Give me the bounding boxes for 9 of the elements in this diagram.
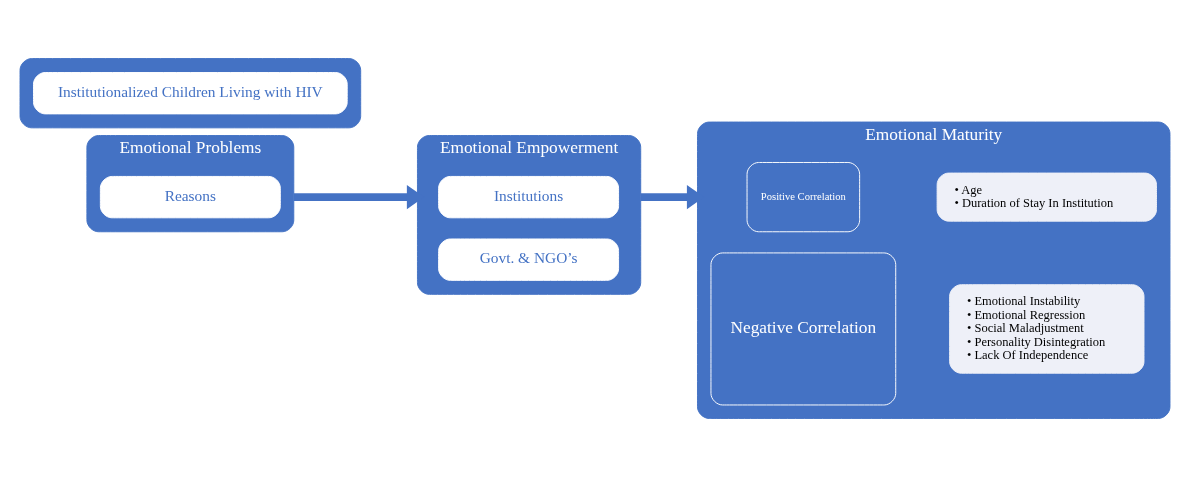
node-box: Reasons (99, 175, 281, 219)
node-box: Positive Correlation (746, 162, 861, 233)
node-box: Institutions (438, 175, 620, 219)
node-box: Institutionalized Children Living with HIV (33, 72, 348, 115)
node-box: • Emotional Instability • Emotional Regression • Social Maladjustment • Personality Disintegration • Lack Of Independence (949, 284, 1145, 374)
node-box: Govt. & NGO’s (438, 238, 620, 281)
cluster (19, 58, 362, 129)
node-box: • Age • Duration of Stay In Institution (936, 172, 1157, 222)
node-box: Negative Correlation (710, 252, 897, 406)
